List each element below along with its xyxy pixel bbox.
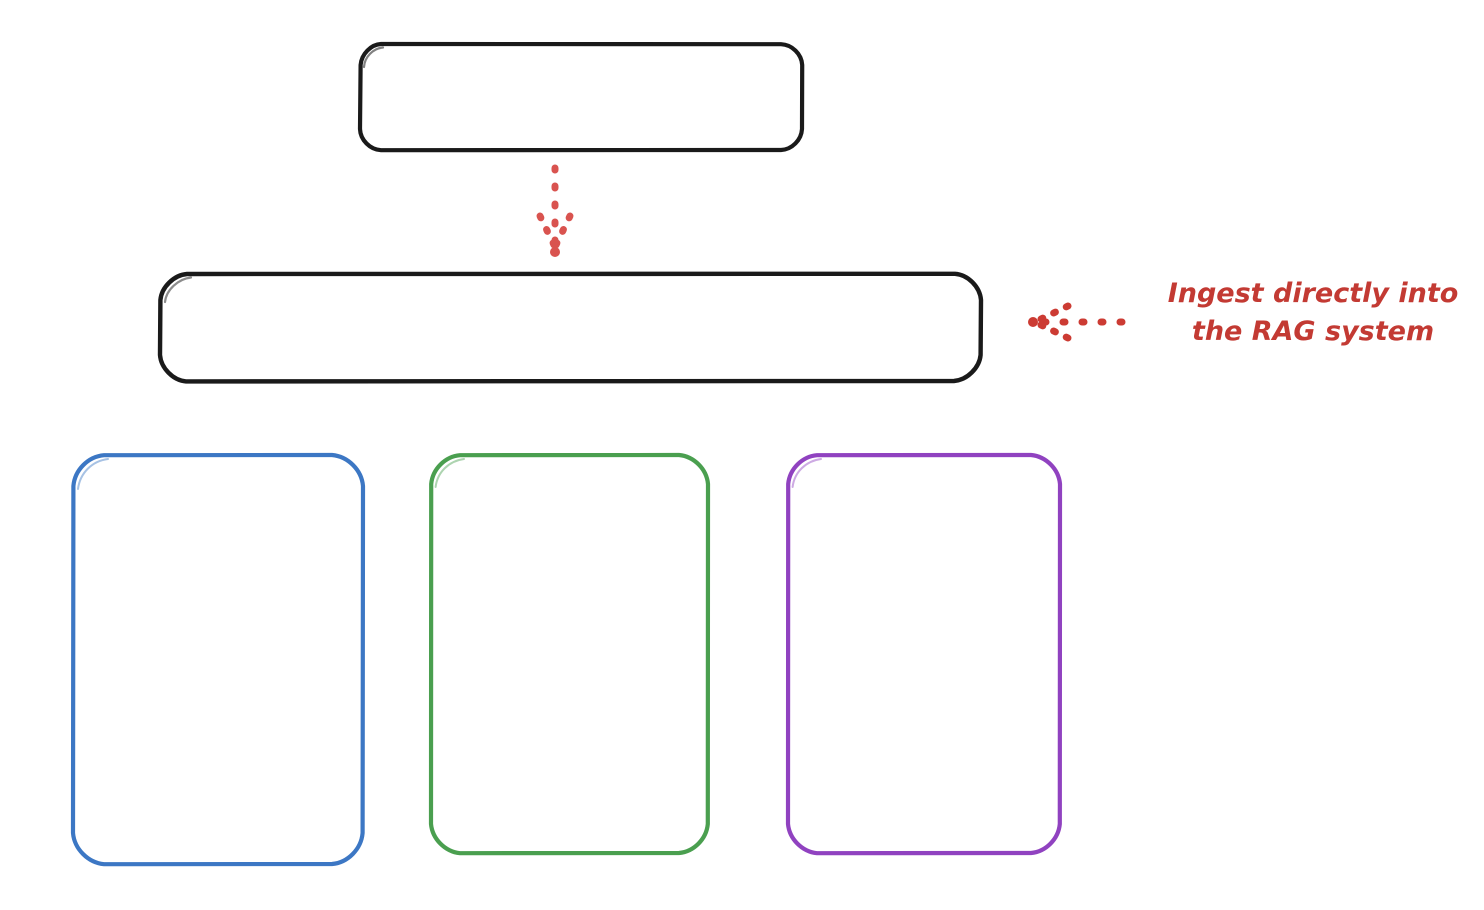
node-relational-io[interactable]: RelationalIO (insert_sql, query_sql) SQL… xyxy=(785,452,1063,858)
annotation-ingest: Ingest directly into the RAG system xyxy=(1167,278,1459,348)
relational-io-label: RelationalIO (insert_sql, query_sql) SQL… xyxy=(837,569,1011,741)
vector-io-label: VectorIO (insert_chunks, delete_chunks, … xyxy=(110,557,326,764)
rag-tool-label: RAG Tool xyxy=(498,310,642,344)
node-agent[interactable]: AGENT xyxy=(357,41,805,153)
connector-ingest-to-rag-tool xyxy=(1028,302,1126,342)
node-rag-tool[interactable]: RAG Tool xyxy=(157,271,984,384)
node-vector-io[interactable]: VectorIO (insert_chunks, delete_chunks, … xyxy=(70,452,366,869)
agent-label: AGENT xyxy=(519,79,643,114)
connector-agent-to-rag-tool xyxy=(536,164,574,257)
node-key-value-io[interactable]: KeyValueIO (set_key, delete_key, get) Ke… xyxy=(428,452,711,858)
key-value-io-label: KeyValueIO (set_key, delete_key, get) Ke… xyxy=(456,569,683,741)
